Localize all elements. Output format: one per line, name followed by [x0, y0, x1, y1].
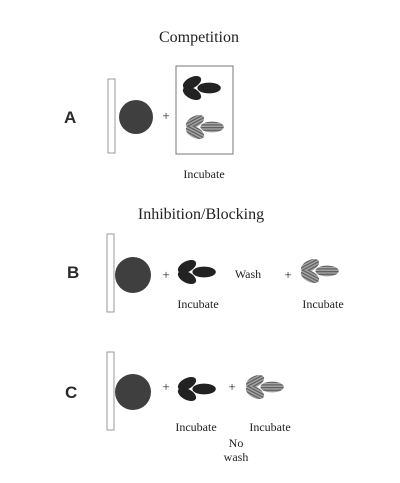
- wash-label-b: Wash: [235, 267, 261, 281]
- incubate-label-b2: Incubate: [302, 297, 343, 311]
- target-cell-b: [115, 257, 151, 293]
- antibody-striped-c: [245, 374, 284, 400]
- panel-b: B + Incubate Wash + Incubate: [67, 233, 344, 313]
- panel-a: A + Incubate: [64, 65, 234, 181]
- antibody-dark-a: [182, 75, 221, 101]
- panel-c-letter: C: [65, 383, 77, 402]
- incubate-label-b1: Incubate: [177, 297, 218, 311]
- solid-support-c: [106, 351, 115, 431]
- antibody-striped-b: [300, 258, 339, 284]
- competition-mixture-box: [175, 65, 234, 155]
- incubate-label-c1: Incubate: [175, 420, 216, 434]
- antibody-dark-c: [177, 376, 216, 402]
- target-cell-a: [119, 100, 153, 134]
- panel-b-letter: B: [67, 263, 79, 282]
- no-wash-label-line2: wash: [224, 450, 249, 464]
- solid-support-a: [107, 78, 116, 154]
- target-cell-c: [115, 374, 151, 410]
- incubate-label-c2: Incubate: [249, 420, 290, 434]
- competition-title: Competition: [159, 29, 239, 46]
- plus-sign-b1: +: [162, 267, 169, 282]
- no-wash-label-line1: No: [229, 436, 244, 450]
- plus-sign-b2: +: [284, 267, 291, 282]
- solid-support-b: [106, 233, 115, 313]
- plus-sign-c1: +: [162, 379, 169, 394]
- incubate-label-a: Incubate: [183, 167, 224, 181]
- inhibition-blocking-title: Inhibition/Blocking: [138, 206, 264, 223]
- panel-c: C + + Incubate Incubate No wash: [65, 351, 291, 464]
- plus-sign-a: +: [162, 108, 169, 123]
- antibody-dark-b: [177, 259, 216, 285]
- plus-sign-c2: +: [228, 379, 235, 394]
- panel-a-letter: A: [64, 108, 76, 127]
- antibody-striped-a: [185, 114, 224, 140]
